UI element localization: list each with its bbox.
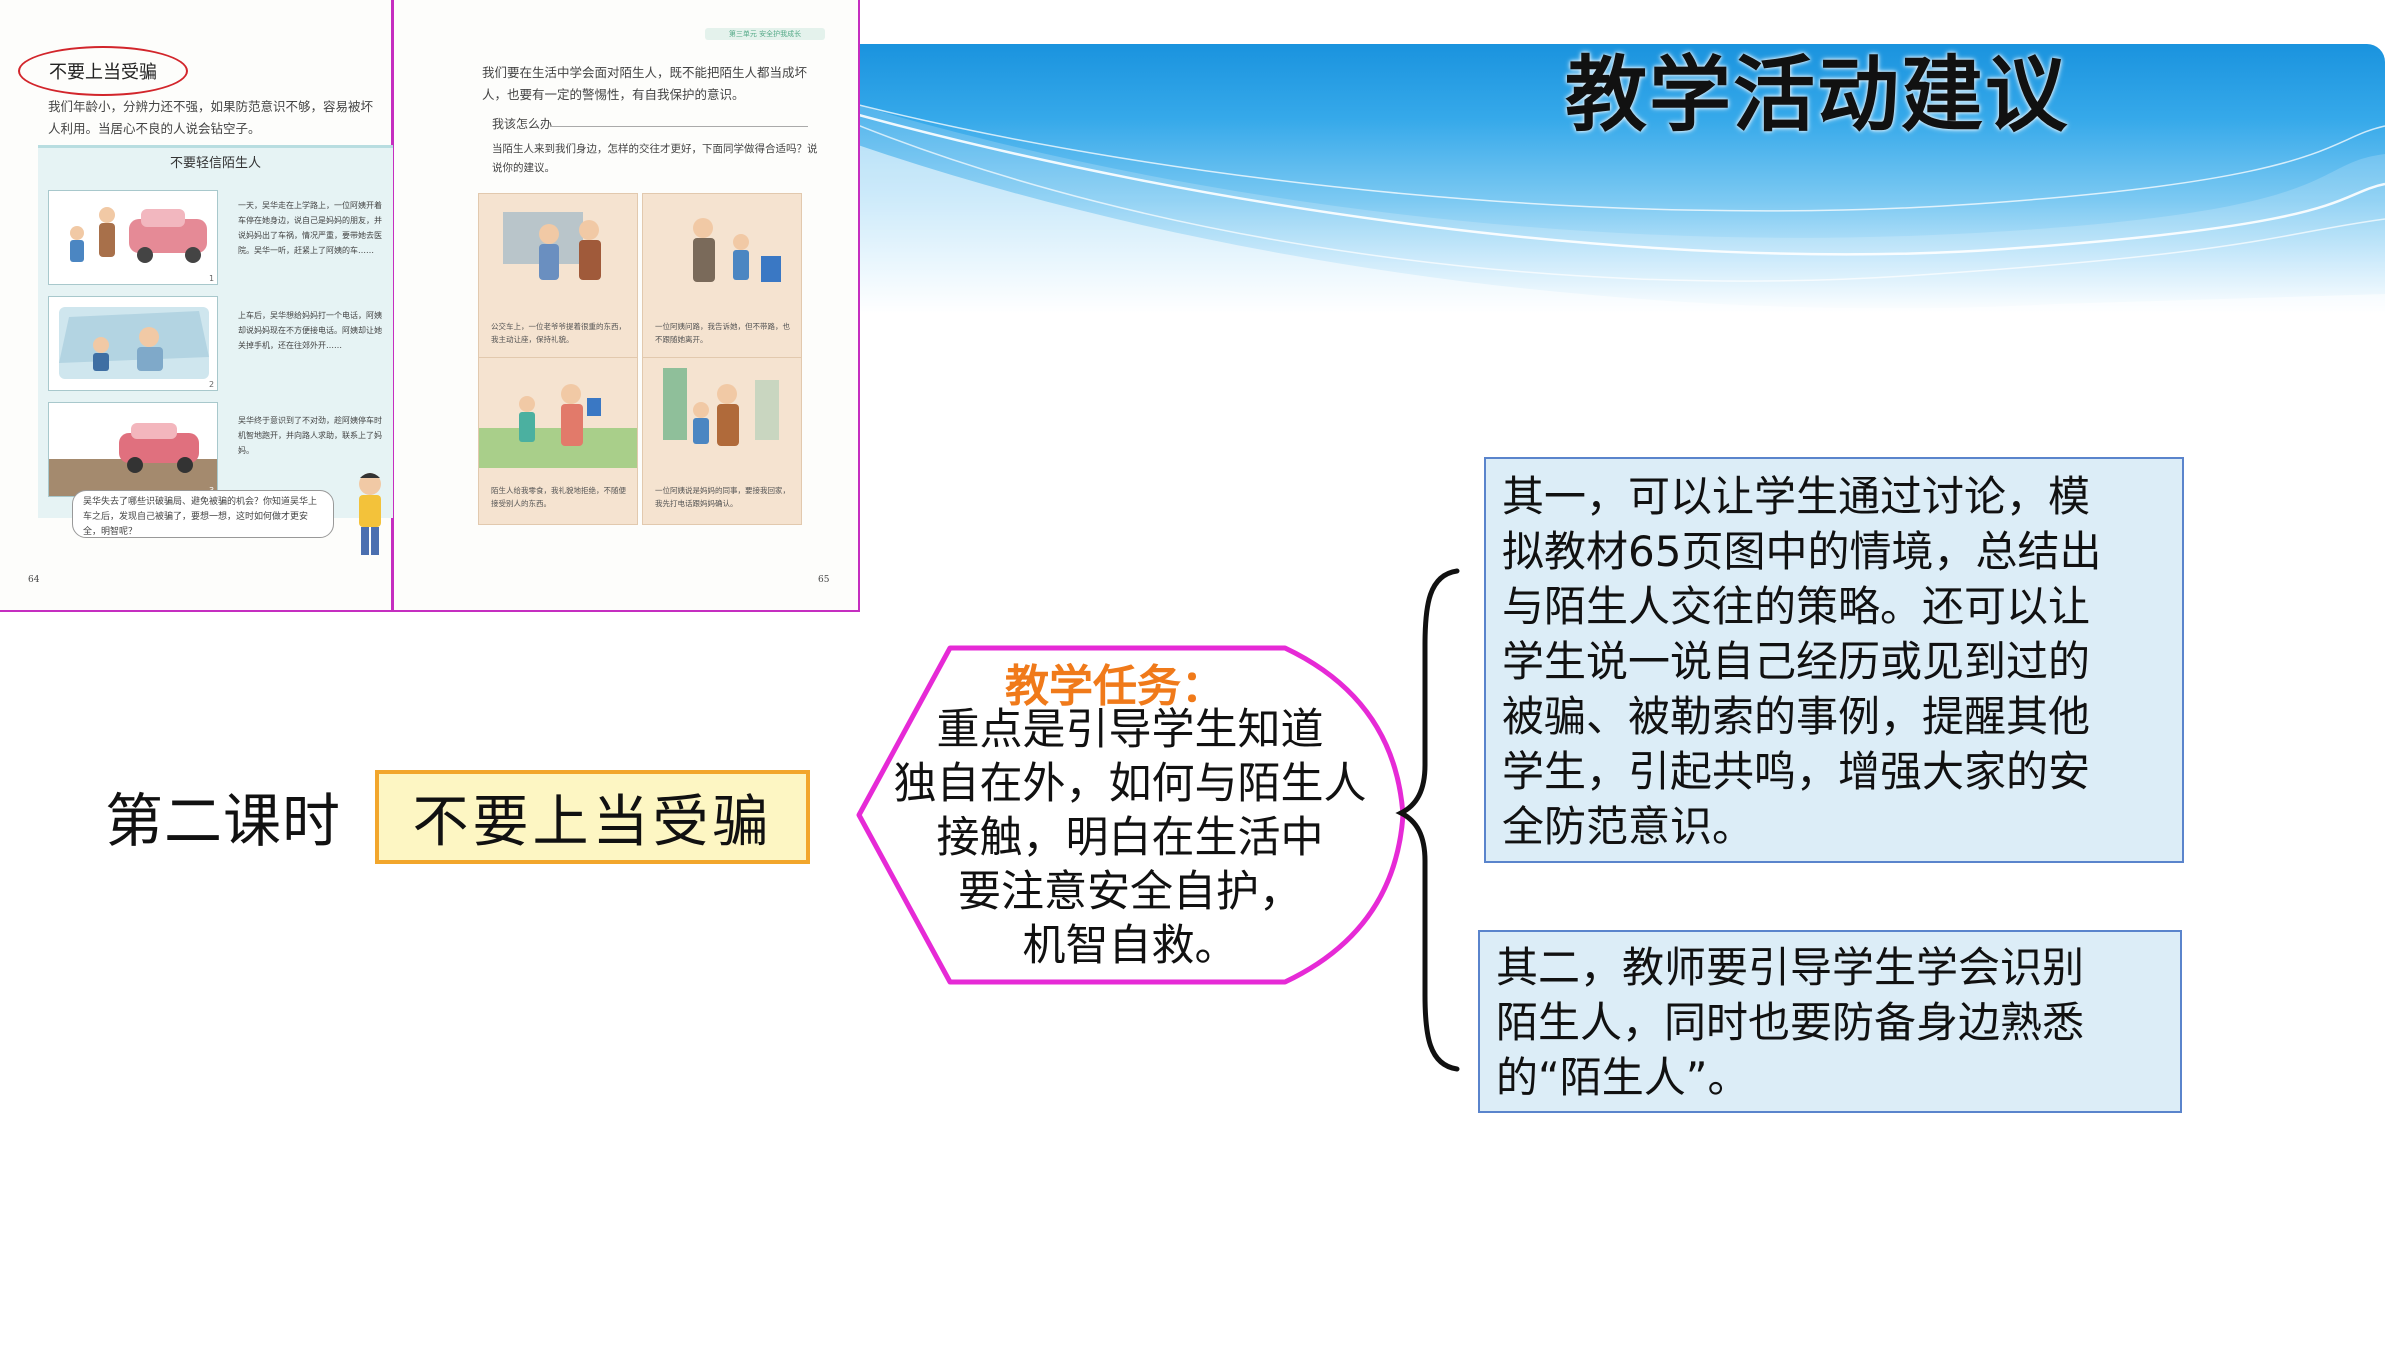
scene-text-3: 吴华终于意识到了不对劲，趁阿姨停车时机智地跑开，并向路人求助，联系上了妈妈。 (238, 416, 382, 455)
svg-text:2: 2 (209, 380, 214, 389)
panel-title: 不要轻信陌生人 (169, 156, 261, 171)
bus-scene-icon (503, 212, 601, 280)
left-page-intro: 我们年龄小，分辨力还不强，如果防范意识不够，容易被坏人利用。当居心不良的人说会钻… (48, 99, 374, 136)
suggestion-line: 与陌生人交往的策略。还可以让 (1502, 582, 2091, 631)
suggestion-line: 学生，引起共鸣，增强大家的安 (1502, 747, 2091, 796)
student-figure-icon (359, 473, 381, 555)
scene-illustration-2: 2 (48, 296, 218, 391)
scenario-text-2: 一位阿姨问路，我告诉她，但不带路，也不跟随她离开。 (655, 322, 790, 344)
page-number-left: 64 (28, 575, 40, 585)
gate-scene-icon (663, 368, 779, 446)
suggestion-box-2: 其二，教师要引导学生学会识别 陌生人，同时也要防备身边熟悉 的“陌生人”。 (1478, 930, 2182, 1113)
lesson-label: 第二课时 (105, 787, 342, 855)
howto-rule (550, 126, 808, 127)
suggestion-line: 陌生人，同时也要防备身边熟悉 (1496, 998, 2085, 1047)
suggestion-line: 被骗、被勒索的事例，提醒其他 (1502, 692, 2091, 741)
textbook-spread: 不要上当受骗 我们年龄小，分辨力还不强，如果防范意识不够，容易被坏人利用。当居心… (0, 0, 860, 612)
park-scene-icon (479, 384, 637, 468)
suggestion-line: 拟教材65页图中的情境，总结出 (1502, 527, 2102, 576)
page-number-right: 65 (818, 575, 830, 585)
street-scene-icon (693, 218, 781, 282)
suggestion-box-1: 其一，可以让学生通过讨论，模 拟教材65页图中的情境，总结出 与陌生人交往的策略… (1484, 457, 2184, 863)
banner-waves (855, 103, 2385, 314)
task-line: 机智自救。 (1022, 921, 1238, 971)
lesson-title-box: 不要上当受骗 (375, 770, 810, 864)
car-scene-icon: 1 (70, 207, 214, 283)
task-heading: 教学任务： (1005, 661, 1225, 712)
right-page-intro: 我们要在生活中学会面对陌生人，既不能把陌生人都当成坏人，也要有一定的警惕性，有自… (482, 65, 808, 102)
running-head: 第三单元 安全护我成长 (705, 28, 825, 40)
scenario-cell-4: 一位阿姨说是妈妈的同事，要接我回家，我先打电话跟妈妈确认。 (642, 357, 802, 525)
task-body: 重点是引导学生知道 独自在外，如何与陌生人 接触，明白在生活中 要注意安全自护，… (870, 703, 1390, 973)
scene-illustration-1: 1 (48, 190, 218, 285)
header-banner (855, 44, 2385, 314)
suggestion-line: 的“陌生人”。 (1496, 1053, 1750, 1102)
page-title: 教学活动建议 (1565, 48, 2070, 143)
howto-heading: 我该怎么办 (492, 117, 553, 131)
scene-text-1: 一天，吴华走在上学路上，一位阿姨开着车停在她身边，说自己是妈妈的朋友，并说妈妈出… (238, 201, 382, 255)
svg-text:1: 1 (209, 274, 214, 283)
scenario-text-1: 公交车上，一位老爷爷提着很重的东西，我主动让座，保持礼貌。 (491, 322, 626, 344)
question-bubble: 吴华失去了哪些识破骗局、避免被骗的机会？你知道吴华上车之后，发现自己被骗了，要想… (72, 490, 334, 538)
suggestion-line: 全防范意识。 (1502, 802, 1755, 851)
story-panel: 不要轻信陌生人 1 一天，吴华走在上学路上，一位阿姨开着车停在她身边，说自己是妈… (38, 145, 393, 518)
scenario-text-4: 一位阿姨说是妈妈的同事，要接我回家，我先打电话跟妈妈确认。 (655, 486, 790, 508)
scenario-text-3: 陌生人给我零食，我礼貌地拒绝，不随便接受别人的东西。 (491, 486, 626, 508)
task-line: 要注意安全自护， (958, 867, 1302, 917)
car-road-icon: 3 (49, 423, 217, 496)
scene-illustration-3: 3 (48, 402, 218, 497)
howto-text: 当陌生人来到我们身边，怎样的交往才更好，下面同学做得合适吗？说说你的建议。 (492, 143, 818, 174)
scenario-cell-2: 一位阿姨问路，我告诉她，但不带路，也不跟随她离开。 (642, 193, 802, 361)
suggestion-line: 其二，教师要引导学生学会识别 (1496, 943, 2085, 992)
curly-brace-icon (1395, 568, 1460, 1072)
car-interior-icon: 2 (59, 307, 214, 389)
task-line: 独自在外，如何与陌生人 (893, 759, 1367, 809)
scenario-cell-1: 公交车上，一位老爷爷提着很重的东西，我主动让座，保持礼貌。 (478, 193, 638, 361)
lesson-tag-circled: 不要上当受骗 (18, 46, 188, 96)
scenario-cell-3: 陌生人给我零食，我礼貌地拒绝，不随便接受别人的东西。 (478, 357, 638, 525)
scene-text-2: 上车后，吴华想给妈妈打一个电话，阿姨却说妈妈现在不方便接电话。阿姨却让她关掉手机… (238, 311, 382, 350)
suggestion-line: 其一，可以让学生通过讨论，模 (1502, 472, 2091, 521)
task-line: 接触，明白在生活中 (936, 813, 1324, 863)
task-line: 重点是引导学生知道 (936, 705, 1324, 755)
suggestion-line: 学生说一说自己经历或见到过的 (1502, 637, 2091, 686)
